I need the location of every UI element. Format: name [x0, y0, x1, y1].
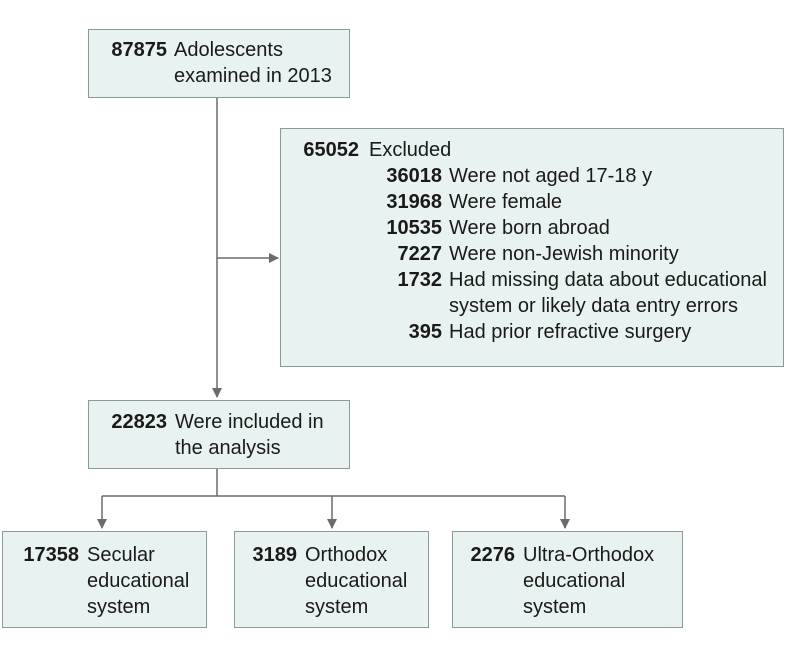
excluded-item-label: system or likely data entry errors	[449, 295, 738, 317]
excluded-item-label: Had prior refractive surgery	[449, 321, 692, 343]
box-group-orthodox: 3189 Orthodox educational system	[234, 531, 429, 628]
group-label-line3: system	[305, 596, 369, 618]
group-count: 3189	[252, 544, 298, 566]
group-count: 2276	[470, 544, 516, 566]
excluded-item-count: 10535	[386, 217, 442, 239]
box-group-secular: 17358 Secular educational system	[2, 531, 207, 628]
excluded-item-label: Were non-Jewish minority	[449, 243, 679, 265]
box-excluded: 65052 Excluded 36018 Were not aged 17-18…	[280, 128, 784, 367]
group-label-line1: Ultra-Orthodox	[523, 544, 655, 566]
group-label-line1: Orthodox	[305, 544, 388, 566]
group-label-line2: educational	[523, 570, 626, 592]
excluded-item-count: 36018	[386, 165, 442, 187]
examined-count: 87875	[111, 39, 167, 61]
excluded-count: 65052	[303, 139, 359, 161]
box-examined: 87875 Adolescents examined in 2013	[88, 29, 350, 98]
group-label-line3: system	[523, 596, 587, 618]
included-label-line2: the analysis	[175, 437, 281, 459]
included-label-line1: Were included in	[175, 411, 324, 433]
examined-label-line2: examined in 2013	[174, 65, 332, 87]
excluded-item-count: 395	[408, 321, 442, 343]
group-label-line2: educational	[305, 570, 408, 592]
excluded-item-count: 1732	[397, 269, 443, 291]
excluded-item-count: 7227	[397, 243, 443, 265]
box-group-ultra-orthodox: 2276 Ultra-Orthodox educational system	[452, 531, 683, 628]
excluded-item-label: Were not aged 17-18 y	[449, 165, 653, 187]
group-label-line2: educational	[87, 570, 190, 592]
included-count: 22823	[111, 411, 167, 433]
group-label-line1: Secular	[87, 544, 155, 566]
group-count: 17358	[23, 544, 79, 566]
excluded-label: Excluded	[369, 139, 452, 161]
group-label-line3: system	[87, 596, 151, 618]
excluded-item-count: 31968	[386, 191, 442, 213]
examined-label-line1: Adolescents	[174, 39, 283, 61]
excluded-item-label: Were female	[449, 191, 563, 213]
box-included: 22823 Were included in the analysis	[88, 400, 350, 469]
excluded-item-label: Were born abroad	[449, 217, 610, 239]
excluded-item-label: Had missing data about educational	[449, 269, 767, 291]
